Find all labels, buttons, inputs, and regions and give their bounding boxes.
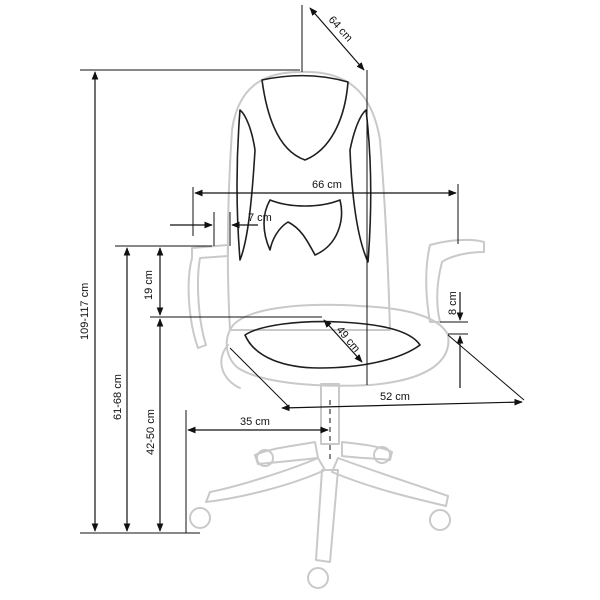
right-armrest: [425, 238, 485, 323]
seat-panel: [244, 320, 421, 369]
dim-width-total: 66 cm: [192, 179, 459, 244]
seat-mechanism: [220, 344, 241, 389]
label-height-total: 109-117 cm: [79, 283, 91, 340]
label-base-radius: 35 cm: [240, 416, 270, 428]
backrest-right-bolster: [349, 109, 372, 263]
dim-armrest-width: 7 cm: [170, 212, 272, 246]
dim-armrest-above-seat: 19 cm: [143, 247, 164, 316]
seat-cushion: [225, 303, 450, 387]
backrest-outline: [226, 70, 391, 331]
label-depth-top: 64 cm: [326, 14, 355, 44]
label-base-width: 52 cm: [380, 391, 410, 403]
dim-base-width: 52 cm: [229, 334, 525, 412]
dim-height-total: 109-117 cm: [79, 69, 300, 534]
star-base: [189, 441, 451, 589]
gas-cylinder: [320, 383, 340, 445]
dim-depth-top: 64 cm: [301, 5, 368, 385]
label-armrest-above-seat: 19 cm: [143, 270, 155, 300]
label-armrest-drop: 8 cm: [447, 291, 459, 315]
dim-seat-height: 42-50 cm: [145, 316, 322, 532]
chair-illustration: [187, 70, 485, 589]
label-armrest-width: 7 cm: [248, 212, 272, 224]
lumbar-panel: [263, 199, 343, 256]
label-seat-height: 42-50 cm: [145, 409, 157, 455]
backrest-top-panel: [261, 74, 349, 161]
label-width-total: 66 cm: [312, 179, 342, 191]
label-armrest-height: 61-68 cm: [112, 374, 124, 420]
dim-base-radius: 35 cm: [185, 410, 329, 533]
left-armrest: [187, 244, 229, 349]
label-seat-depth: 49 cm: [334, 324, 362, 355]
dim-armrest-height: 61-68 cm: [112, 245, 212, 532]
backrest-left-bolster: [236, 109, 256, 261]
dim-seat-depth: 49 cm: [323, 319, 363, 363]
